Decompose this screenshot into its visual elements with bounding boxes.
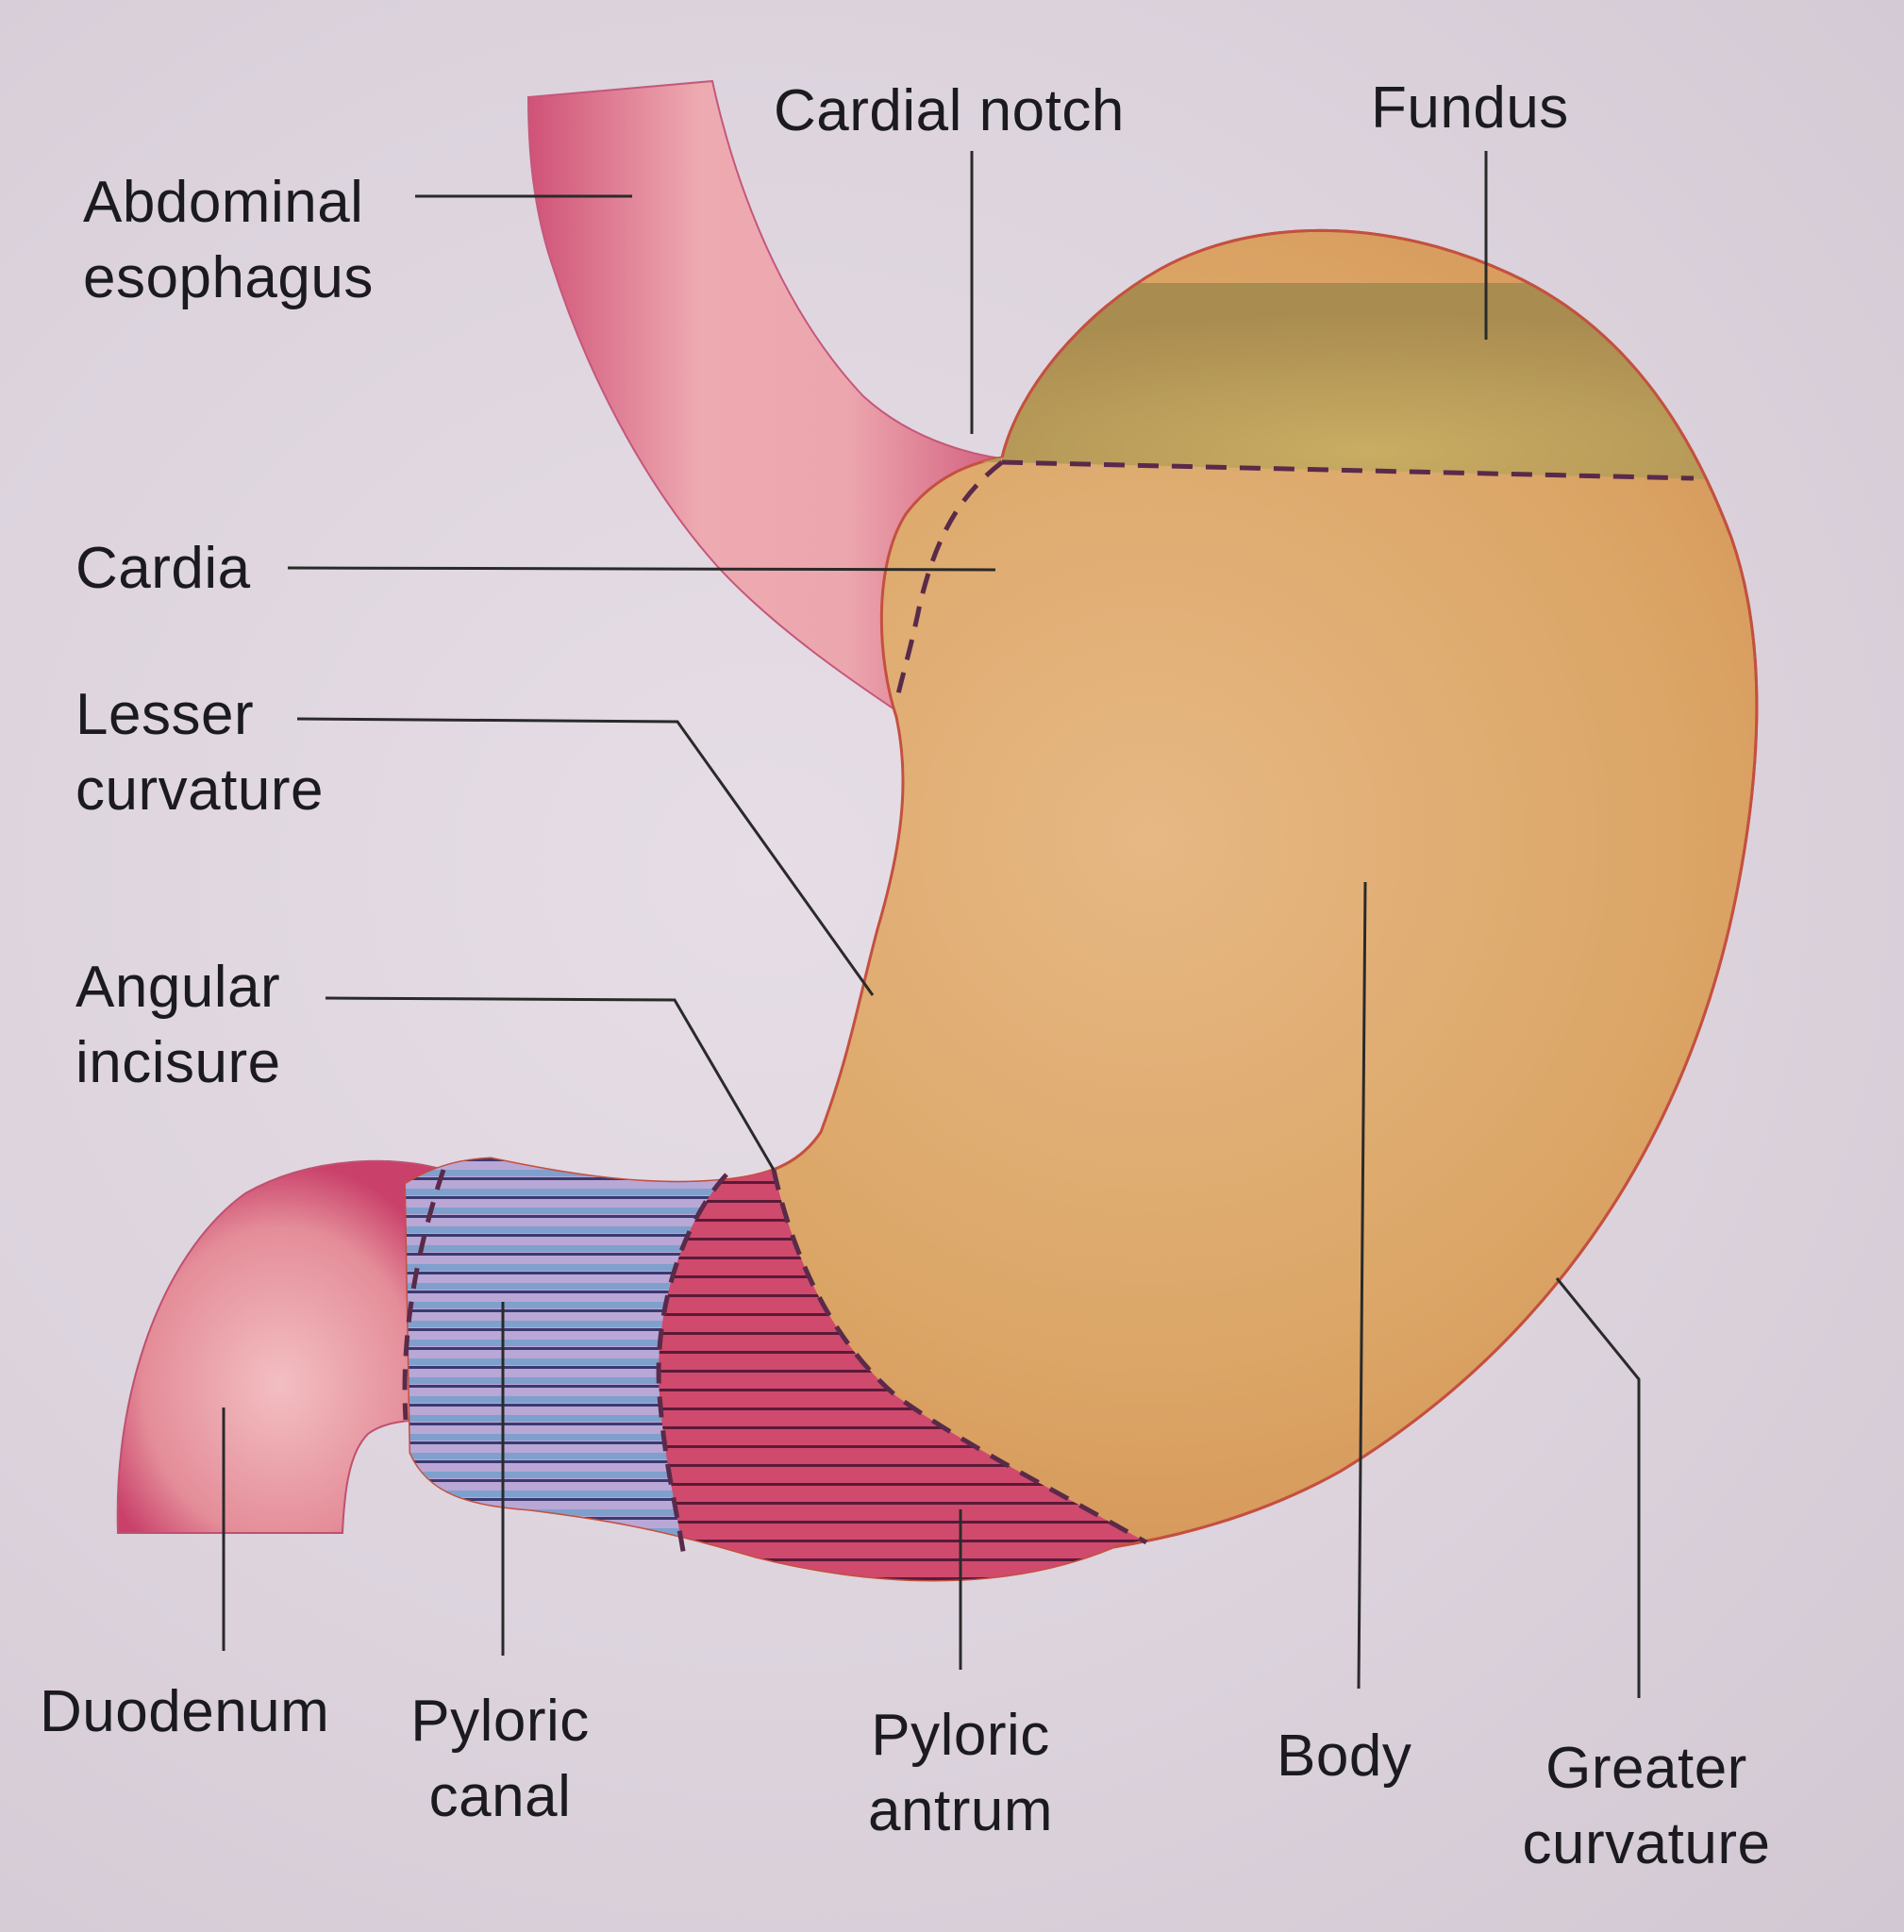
label-cardial-notch: Cardial notch	[774, 78, 1125, 143]
label-angular-incisure-line1: Angular	[75, 955, 281, 1020]
leader-angular-incisure	[325, 996, 776, 1171]
label-angular-incisure: Angular incisure	[75, 950, 281, 1101]
stomach-outline	[1000, 228, 1759, 1549]
label-pyloric-canal: Pyloric canal	[392, 1684, 609, 1835]
label-pyloric-antrum: Pyloric antrum	[847, 1698, 1074, 1849]
pyloric-canal-region	[406, 1151, 727, 1557]
leader-cardia	[287, 566, 996, 572]
label-fundus: Fundus	[1371, 75, 1569, 141]
label-abdominal-esophagus: Abdominal esophagus	[83, 165, 374, 316]
label-lesser-curvature-line1: Lesser	[75, 682, 255, 747]
label-greater-curvature-line2: curvature	[1522, 1811, 1771, 1876]
cardia-boundary-dashed	[894, 460, 1004, 704]
label-pyloric-canal-line2: canal	[428, 1764, 572, 1829]
leader-body	[1357, 881, 1367, 1690]
leader-greater-curvature	[1555, 1277, 1641, 1698]
label-duodenum: Duodenum	[40, 1679, 330, 1744]
pylorus-boundary-dashed	[402, 1169, 446, 1421]
label-lesser-curvature: Lesser curvature	[75, 677, 324, 828]
label-angular-incisure-line2: incisure	[75, 1030, 281, 1095]
duodenum-shape	[116, 1159, 444, 1534]
label-pyloric-antrum-line1: Pyloric	[871, 1703, 1050, 1768]
fundus-boundary-dashed	[1001, 459, 1695, 481]
label-greater-curvature-line1: Greater	[1545, 1736, 1747, 1801]
label-abdominal-esophagus-line2: esophagus	[83, 245, 374, 310]
label-greater-curvature: Greater curvature	[1491, 1731, 1802, 1882]
label-cardia: Cardia	[75, 536, 251, 601]
label-body: Body	[1277, 1724, 1412, 1789]
label-pyloric-antrum-line2: antrum	[868, 1778, 1053, 1843]
label-lesser-curvature-line2: curvature	[75, 758, 324, 823]
pyloric-antrum-region	[528, 1170, 1151, 1580]
label-abdominal-esophagus-line1: Abdominal	[83, 170, 364, 235]
canal-antrum-boundary-dashed	[656, 1173, 728, 1557]
fundus-region	[944, 283, 1757, 481]
leader-lesser-curvature	[296, 717, 875, 996]
label-pyloric-canal-line1: Pyloric	[410, 1689, 590, 1754]
antrum-boundary-dashed	[771, 1169, 1148, 1545]
